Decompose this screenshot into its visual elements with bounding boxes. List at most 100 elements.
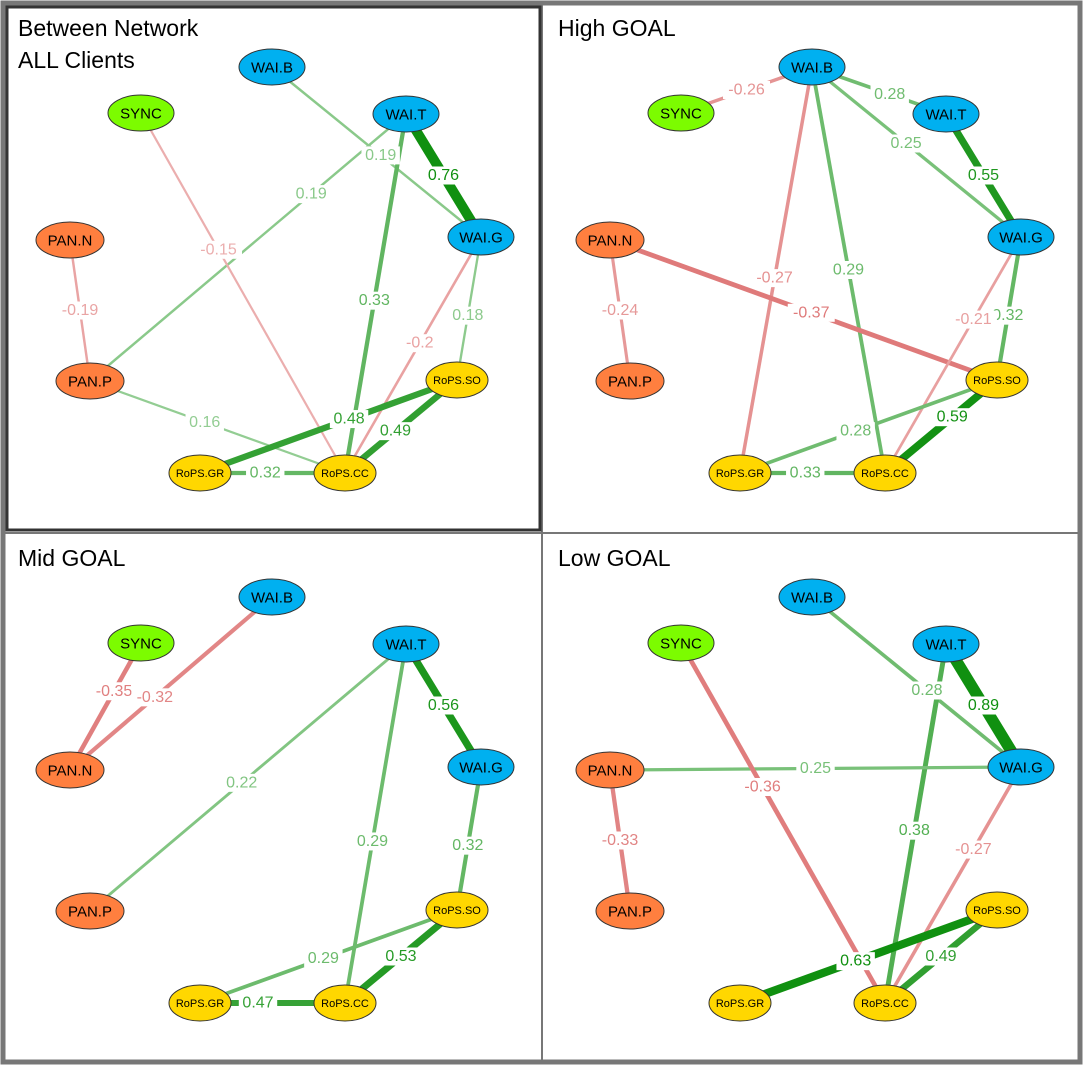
node-sync: SYNC: [107, 94, 175, 132]
node-label: WAI.T: [385, 107, 426, 124]
node-rops-gr: RoPS.GR: [168, 454, 232, 492]
node-ellipse: [372, 625, 440, 663]
edge-label: 0.28: [874, 86, 905, 103]
edge-label-bg: [751, 269, 799, 288]
node-sync: SYNC: [647, 94, 715, 132]
node-wai-g: WAI.G: [987, 748, 1055, 786]
edge-label-bg: [246, 464, 285, 482]
node-label: PAN.N: [48, 233, 93, 250]
edge-label: 0.25: [890, 135, 921, 152]
edge-WAI.B-PAN.N: [68, 595, 274, 772]
edge-label-bg: [376, 422, 415, 441]
node-wai-g: WAI.G: [447, 748, 515, 786]
node-rops-so: RoPS.SO: [425, 891, 489, 929]
edge-label-bg: [723, 81, 770, 99]
edge-SYNC-PAN.N: [68, 641, 143, 772]
edge-label-bg: [870, 85, 909, 104]
panel-title: Between Network: [18, 15, 199, 41]
node-ellipse: [447, 218, 515, 256]
node-ellipse: [647, 94, 715, 132]
node-wai-t: WAI.T: [912, 625, 980, 663]
edge-label: 0.32: [992, 307, 1023, 324]
node-label: PAN.P: [608, 904, 652, 921]
node-pan-p: PAN.P: [595, 892, 665, 930]
node-ellipse: [778, 578, 846, 616]
edge-label: -0.35: [96, 683, 133, 700]
node-pan-p: PAN.P: [595, 362, 665, 400]
edge-label-bg: [964, 696, 1003, 715]
node-pan-p: PAN.P: [55, 892, 125, 930]
edge-SYNC-RoPS.CC: [678, 641, 888, 1005]
node-pan-n: PAN.N: [35, 751, 105, 789]
edge-label: -0.37: [793, 304, 830, 321]
edge-label: 0.19: [365, 147, 396, 164]
node-ellipse: [238, 578, 306, 616]
node-ellipse: [425, 891, 489, 929]
node-label: WAI.T: [925, 107, 966, 124]
node-wai-t: WAI.T: [912, 95, 980, 133]
node-ellipse: [55, 362, 125, 400]
node-pan-n: PAN.N: [35, 221, 105, 259]
node-pan-n: PAN.N: [575, 221, 645, 259]
node-ellipse: [107, 94, 175, 132]
node-rops-gr: RoPS.GR: [708, 454, 772, 492]
edge-WAI.T-PAN.P: [89, 113, 407, 382]
edge-label: 0.32: [452, 837, 483, 854]
edge-label: -0.27: [756, 270, 793, 287]
node-ellipse: [912, 625, 980, 663]
node-ellipse: [708, 984, 772, 1022]
node-label: PAN.N: [588, 763, 633, 780]
edge-label-bg: [921, 947, 961, 966]
edge-label-bg: [933, 408, 972, 427]
node-label: RoPS.SO: [433, 375, 481, 387]
edge-label-bg: [222, 773, 261, 792]
node-label: PAN.P: [608, 374, 652, 391]
edge-label: -0.2: [406, 335, 434, 352]
node-wai-b: WAI.B: [778, 48, 846, 86]
panel-title: Low GOAL: [558, 545, 671, 571]
edge-label-bg: [964, 166, 1003, 185]
edge-label: 0.19: [296, 186, 327, 203]
edge-label: 0.22: [226, 774, 257, 791]
node-rops-so: RoPS.SO: [425, 361, 489, 399]
node-label: SYNC: [120, 636, 162, 653]
edge-label-bg: [400, 334, 439, 353]
edge-label-bg: [424, 696, 463, 715]
edge-label-bg: [739, 778, 787, 796]
node-ellipse: [778, 48, 846, 86]
node-ellipse: [708, 454, 772, 492]
node-label: RoPS.SO: [973, 375, 1021, 387]
node-label: RoPS.CC: [321, 998, 369, 1010]
node-wai-b: WAI.B: [778, 578, 846, 616]
node-label: SYNC: [660, 636, 702, 653]
edge-label-bg: [90, 682, 138, 701]
edge-label: 0.16: [189, 414, 220, 431]
node-ellipse: [853, 984, 917, 1022]
panel-title: Mid GOAL: [18, 545, 126, 571]
node-wai-g: WAI.G: [447, 218, 515, 256]
edge-label-bg: [381, 947, 421, 966]
node-label: SYNC: [120, 106, 162, 123]
node-rops-cc: RoPS.CC: [313, 984, 377, 1022]
edge-label: 0.56: [428, 697, 459, 714]
panel-low: Low GOAL WAI.B WAI.T WAI.G SYNC PAN.N PAN.P RoP…: [558, 545, 1055, 1022]
edge-RoPS.SO-RoPS.CC: [882, 377, 1000, 476]
edge-label: 0.53: [385, 948, 416, 965]
edge-RoPS.SO-RoPS.GR: [198, 377, 459, 476]
node-ellipse: [965, 891, 1029, 929]
edge-SYNC-RoPS.CC: [140, 112, 346, 474]
node-ellipse: [575, 751, 645, 789]
edge-label-bg: [836, 952, 875, 971]
edge-label: 0.29: [833, 262, 864, 279]
node-rops-so: RoPS.SO: [965, 891, 1029, 929]
node-ellipse: [595, 362, 665, 400]
edge-label-bg: [185, 413, 224, 432]
edge-label: -0.24: [602, 302, 639, 319]
panel-title: ALL Clients: [18, 47, 135, 73]
edge-label: 0.28: [911, 682, 942, 699]
node-label: WAI.B: [251, 60, 293, 77]
edge-label-bg: [796, 759, 835, 778]
